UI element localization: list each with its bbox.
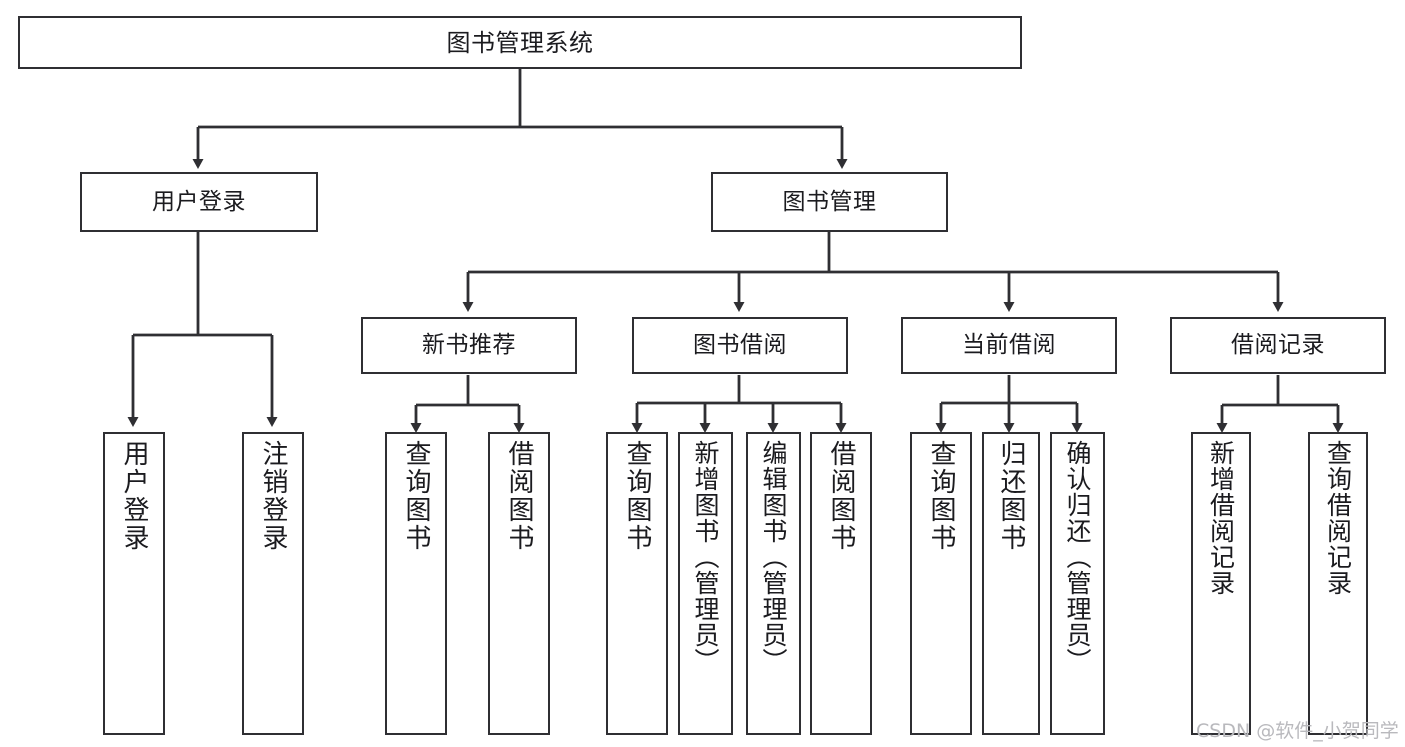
leaf-add-borrow-record[interactable]: 新增借阅记录 — [1191, 432, 1251, 735]
leaf-logout-label: 注销登录 — [258, 440, 288, 552]
leaf-current-query-book[interactable]: 查询图书 — [910, 432, 972, 735]
leaf-return-book[interactable]: 归还图书 — [982, 432, 1040, 735]
leaf-user-login[interactable]: 用户登录 — [103, 432, 165, 735]
leaf-edit-book-admin[interactable]: 编辑图书（管理员） — [746, 432, 801, 735]
node-user-login-label: 用户登录 — [152, 188, 246, 215]
leaf-add-borrow-record-label: 新增借阅记录 — [1206, 440, 1236, 596]
node-new-book-recommend-label: 新书推荐 — [422, 332, 516, 358]
leaf-recommend-borrow-book[interactable]: 借阅图书 — [488, 432, 550, 735]
leaf-edit-book-admin-label: 编辑图书（管理员） — [759, 440, 788, 674]
node-borrow-record[interactable]: 借阅记录 — [1170, 317, 1386, 374]
leaf-confirm-return-admin-label: 确认归还（管理员） — [1063, 440, 1092, 674]
leaf-borrow-query-book-label: 查询图书 — [622, 440, 652, 552]
leaf-logout[interactable]: 注销登录 — [242, 432, 304, 735]
node-new-book-recommend[interactable]: 新书推荐 — [361, 317, 577, 374]
leaf-recommend-query-book-label: 查询图书 — [401, 440, 431, 552]
node-root[interactable]: 图书管理系统 — [18, 16, 1022, 69]
leaf-borrow-book-label: 借阅图书 — [826, 440, 856, 552]
node-book-management[interactable]: 图书管理 — [711, 172, 948, 232]
csdn-watermark: CSDN @软件_小贺同学 — [1196, 720, 1399, 742]
leaf-add-book-admin[interactable]: 新增图书（管理员） — [678, 432, 733, 735]
leaf-return-book-label: 归还图书 — [996, 440, 1026, 552]
leaf-current-query-book-label: 查询图书 — [926, 440, 956, 552]
leaf-query-borrow-record-label: 查询借阅记录 — [1323, 440, 1353, 596]
node-borrow-record-label: 借阅记录 — [1231, 332, 1325, 358]
node-book-management-label: 图书管理 — [782, 188, 877, 215]
leaf-recommend-borrow-book-label: 借阅图书 — [504, 440, 534, 552]
leaf-borrow-book[interactable]: 借阅图书 — [810, 432, 872, 735]
leaf-query-borrow-record[interactable]: 查询借阅记录 — [1308, 432, 1368, 735]
node-user-login[interactable]: 用户登录 — [80, 172, 318, 232]
leaf-add-book-admin-label: 新增图书（管理员） — [691, 440, 720, 674]
node-current-borrow[interactable]: 当前借阅 — [901, 317, 1117, 374]
node-root-label: 图书管理系统 — [446, 28, 594, 57]
leaf-borrow-query-book[interactable]: 查询图书 — [606, 432, 668, 735]
leaf-recommend-query-book[interactable]: 查询图书 — [385, 432, 447, 735]
node-book-borrow-label: 图书借阅 — [693, 332, 787, 358]
leaf-user-login-label: 用户登录 — [119, 440, 149, 552]
node-book-borrow[interactable]: 图书借阅 — [632, 317, 848, 374]
leaf-confirm-return-admin[interactable]: 确认归还（管理员） — [1050, 432, 1105, 735]
node-current-borrow-label: 当前借阅 — [962, 332, 1056, 358]
